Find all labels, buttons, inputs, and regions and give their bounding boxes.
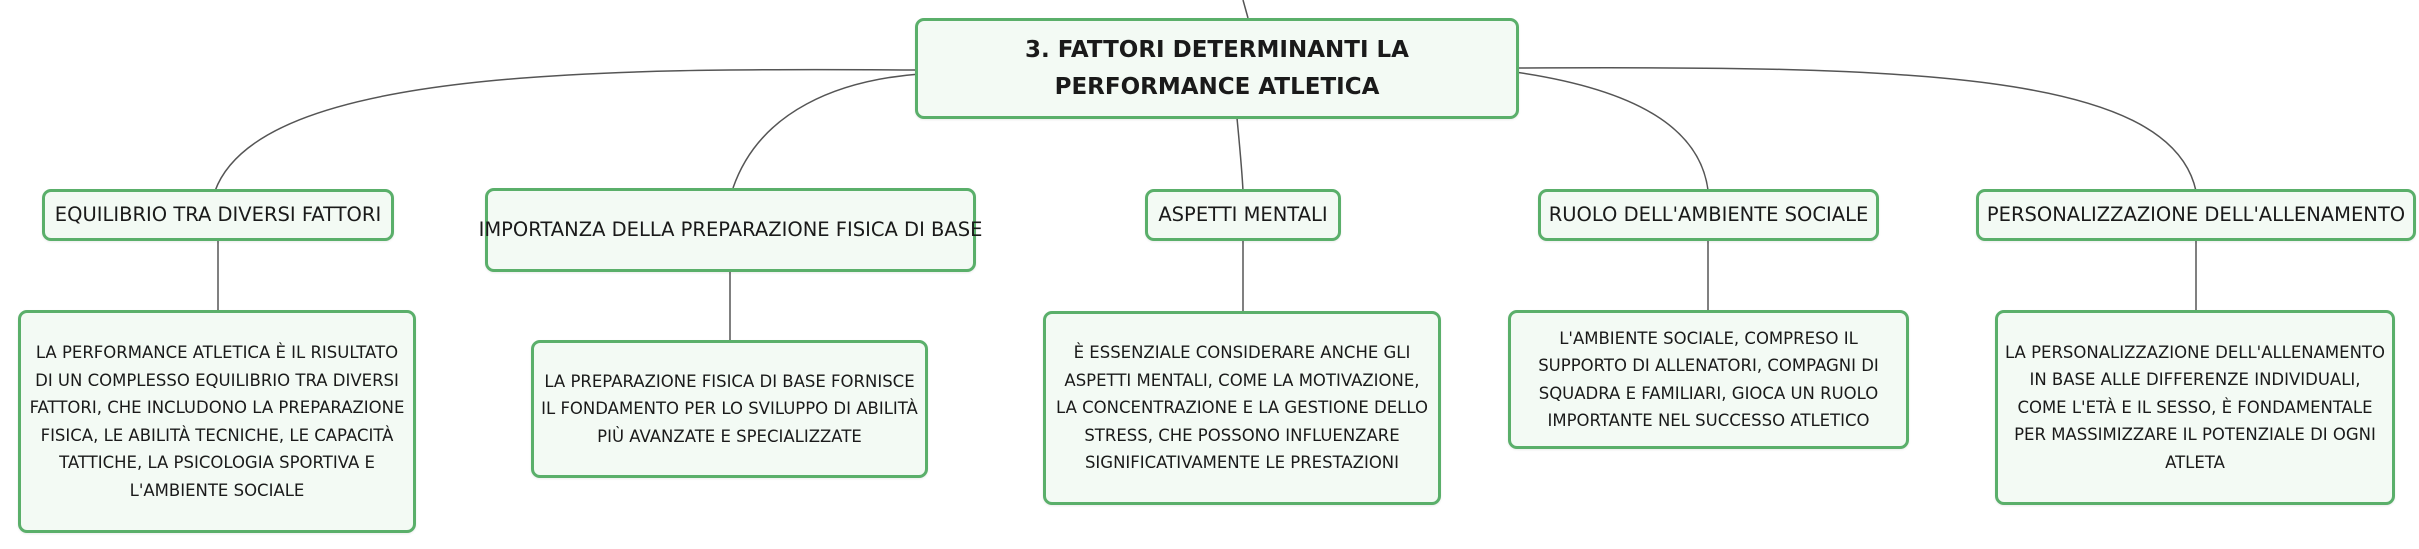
connector-root-parent [1242, 0, 1249, 19]
detail-equilibrio[interactable]: LA PERFORMANCE ATLETICA È IL RISULTATO D… [18, 310, 416, 533]
topic-label: PERSONALIZZAZIONE DELL'ALLENAMENTO [1986, 203, 2406, 226]
detail-text: È ESSENZIALE CONSIDERARE ANCHE GLI ASPET… [1056, 343, 1428, 473]
topic-label: IMPORTANZA DELLA PREPARAZIONE FISICA DI … [478, 218, 983, 241]
connector-root-topic-2 [732, 73, 921, 189]
detail-personalizzazione[interactable]: LA PERSONALIZZAZIONE DELL'ALLENAMENTO IN… [1995, 310, 2395, 505]
detail-text: L'AMBIENTE SOCIALE, COMPRESO IL SUPPORTO… [1538, 328, 1879, 431]
topic-label: ASPETTI MENTALI [1158, 203, 1328, 226]
connector-root-topic-5 [1514, 66, 2197, 192]
root-title: 3. FATTORI DETERMINANTI LA PERFORMANCE A… [1025, 36, 1409, 100]
topic-personalizzazione[interactable]: PERSONALIZZAZIONE DELL'ALLENAMENTO [1976, 189, 2416, 241]
connector-root-topic-3 [1236, 117, 1244, 192]
root-topic[interactable]: 3. FATTORI DETERMINANTI LA PERFORMANCE A… [915, 18, 1519, 119]
detail-text: LA PERFORMANCE ATLETICA È IL RISULTATO D… [29, 343, 405, 500]
detail-text: LA PREPARAZIONE FISICA DI BASE FORNISCE … [541, 371, 918, 446]
topic-label: EQUILIBRIO TRA DIVERSI FATTORI [54, 203, 382, 226]
topic-aspetti-mentali[interactable]: ASPETTI MENTALI [1145, 189, 1341, 241]
detail-preparazione-fisica[interactable]: LA PREPARAZIONE FISICA DI BASE FORNISCE … [531, 340, 928, 478]
topic-ambiente-sociale[interactable]: RUOLO DELL'AMBIENTE SOCIALE [1538, 189, 1879, 241]
connector-root-topic-1 [214, 68, 918, 192]
connector-root-topic-4 [1514, 71, 1709, 191]
detail-text: LA PERSONALIZZAZIONE DELL'ALLENAMENTO IN… [2004, 342, 2385, 472]
detail-ambiente-sociale[interactable]: L'AMBIENTE SOCIALE, COMPRESO IL SUPPORTO… [1508, 310, 1909, 449]
detail-aspetti-mentali[interactable]: È ESSENZIALE CONSIDERARE ANCHE GLI ASPET… [1043, 311, 1441, 505]
topic-preparazione-fisica[interactable]: IMPORTANZA DELLA PREPARAZIONE FISICA DI … [479, 188, 982, 272]
topic-label: RUOLO DELL'AMBIENTE SOCIALE [1548, 203, 1869, 226]
topic-equilibrio[interactable]: EQUILIBRIO TRA DIVERSI FATTORI [42, 189, 394, 241]
